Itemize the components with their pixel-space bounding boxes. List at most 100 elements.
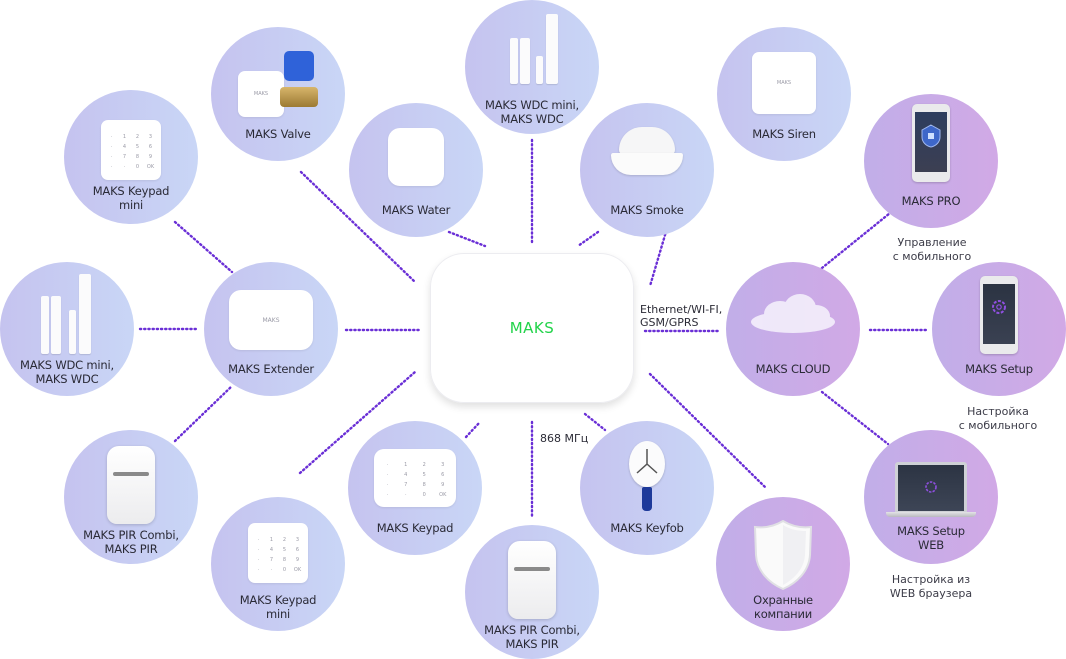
internet-link-label-line1: Ethernet/WI-FI, xyxy=(640,303,723,316)
cloud-icon xyxy=(748,292,838,336)
node-label: MAKS Setup xyxy=(897,524,965,538)
node-label: MAKS Extender xyxy=(228,362,314,376)
node-label: MAKS Water xyxy=(381,203,451,217)
keypad-key: 4 xyxy=(404,472,408,478)
node-label: MAKS Smoke xyxy=(610,203,684,217)
node-security-companies[interactable]: Охранные компании xyxy=(716,497,850,631)
keypad-key: 9 xyxy=(148,154,153,160)
connector-line xyxy=(447,230,487,248)
keypad-key: OK xyxy=(146,164,155,170)
keypad-key: OK xyxy=(439,492,447,498)
node-label: MAKS PIR Combi, xyxy=(484,623,580,637)
valve-icon: MAKS xyxy=(238,51,318,117)
note-setup: Настройка с мобильного xyxy=(948,405,1048,433)
keypad-key: 5 xyxy=(282,547,287,553)
water-sensor-icon xyxy=(388,128,444,186)
keypad-key: · xyxy=(257,537,260,543)
keypad-key: 0 xyxy=(282,567,287,573)
note-line: WEB браузера xyxy=(889,587,973,600)
node-cloud[interactable]: MAKS CLOUD xyxy=(726,262,860,396)
keypad-key: 6 xyxy=(441,472,445,478)
node-label: MAKS WDC mini, xyxy=(20,358,114,372)
laptop-icon xyxy=(886,462,976,520)
siren-icon: MAKS xyxy=(752,52,816,114)
node-extender[interactable]: MAKS MAKS Extender xyxy=(204,262,338,396)
keypad-key: · xyxy=(386,482,389,488)
keypad-key: 3 xyxy=(148,134,153,140)
keypad-key: · xyxy=(123,164,126,170)
keypad-key: 5 xyxy=(422,472,426,478)
node-label: MAKS WDC mini, xyxy=(485,98,579,112)
keypad-key: 3 xyxy=(441,462,445,468)
extender-icon: MAKS xyxy=(229,290,313,350)
node-label: MAKS PRO xyxy=(901,194,961,208)
node-keyfob[interactable]: MAKS Keyfob xyxy=(580,421,714,555)
node-pir-left[interactable]: MAKS PIR Combi, MAKS PIR xyxy=(64,430,198,564)
shield-icon xyxy=(753,519,813,591)
keypad-key: · xyxy=(257,557,260,563)
keypad-key: 0 xyxy=(135,164,140,170)
node-label: MAKS CLOUD xyxy=(755,362,831,376)
keypad-key: 6 xyxy=(295,547,300,553)
node-water[interactable]: MAKS Water xyxy=(349,103,483,237)
node-valve[interactable]: MAKS MAKS Valve xyxy=(211,27,345,161)
keypad-key: 6 xyxy=(148,144,153,150)
hub-device[interactable]: MAKS xyxy=(430,253,634,403)
node-label: mini xyxy=(118,198,144,212)
note-pro: Управление с мобильного xyxy=(882,236,982,264)
node-wdc-left[interactable]: MAKS WDC mini, MAKS WDC xyxy=(0,262,134,396)
node-label: WEB xyxy=(918,538,944,552)
hub-brand-logo: MAKS xyxy=(509,319,555,337)
node-pir-bottom[interactable]: MAKS PIR Combi, MAKS PIR xyxy=(465,525,599,659)
node-label: Охранные xyxy=(753,593,813,607)
connector-line xyxy=(173,384,234,443)
node-setup[interactable]: MAKS Setup xyxy=(932,262,1066,396)
node-setup-web[interactable]: MAKS Setup WEB xyxy=(864,430,998,564)
keypad-key: · xyxy=(404,492,407,498)
node-smoke[interactable]: MAKS Smoke xyxy=(580,103,714,237)
smartphone-icon xyxy=(980,276,1018,354)
note-line: Управление xyxy=(897,236,967,249)
door-sensor-icon xyxy=(37,272,97,356)
keypad-key: · xyxy=(270,567,273,573)
internet-link-label-line2: GSM/GPRS xyxy=(640,316,699,329)
smoke-detector-icon xyxy=(611,127,683,187)
connector-line xyxy=(820,207,897,270)
node-wdc-top[interactable]: MAKS WDC mini, MAKS WDC xyxy=(465,0,599,134)
node-siren[interactable]: MAKS MAKS Siren xyxy=(717,27,851,161)
keypad-key: · xyxy=(257,547,260,553)
keypad-key: 0 xyxy=(422,492,426,498)
keypad-key: · xyxy=(386,492,389,498)
keypad-key: · xyxy=(257,567,260,573)
keypad-key: OK xyxy=(293,567,302,573)
note-line: с мобильного xyxy=(892,250,972,263)
keyfob-icon xyxy=(627,441,667,513)
connector-line xyxy=(648,372,767,489)
keypad-key: 3 xyxy=(295,537,300,543)
note-line: Настройка xyxy=(967,405,1029,418)
smartphone-icon xyxy=(912,104,950,182)
connector-line xyxy=(576,230,600,248)
keypad-key: 1 xyxy=(122,134,127,140)
note-web: Настройка из WEB браузера xyxy=(876,573,986,601)
radio-frequency-label: 868 МГц xyxy=(540,432,589,445)
keypad-key: 4 xyxy=(122,144,127,150)
node-label: MAKS WDC xyxy=(35,372,99,386)
keypad-key: · xyxy=(386,472,389,478)
node-label: MAKS PIR Combi, xyxy=(83,528,179,542)
node-pro[interactable]: MAKS PRO xyxy=(864,94,998,228)
note-line: Настройка из xyxy=(891,573,971,586)
keypad-key: 8 xyxy=(422,482,426,488)
node-label: MAKS Keypad xyxy=(92,184,170,198)
keypad-key: 4 xyxy=(269,547,274,553)
keypad-key: 8 xyxy=(135,154,140,160)
node-label: MAKS Setup xyxy=(965,362,1033,376)
keypad-key: · xyxy=(110,144,113,150)
